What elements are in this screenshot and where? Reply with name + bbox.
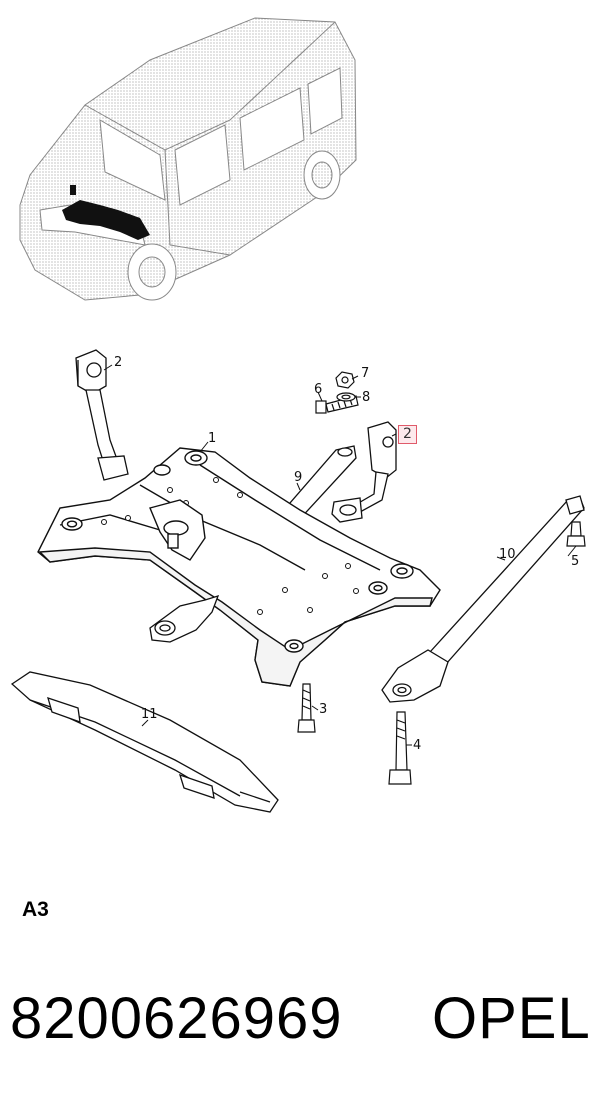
callout-10: 10 (499, 547, 516, 562)
callout-7: 7 (361, 366, 370, 381)
callout-3: 3 (319, 702, 328, 717)
callout-2-right-highlighted[interactable]: 2 (398, 425, 417, 444)
callout-2-left: 2 (114, 355, 123, 370)
callout-9: 9 (294, 470, 303, 485)
arm-bracket-left (149, 594, 220, 643)
van-overview-illustration (19, 17, 357, 301)
bolt-4 (388, 711, 412, 785)
nut-7 (335, 371, 355, 389)
callout-5: 5 (571, 554, 580, 569)
front-subframe (37, 447, 441, 687)
brand-name: OPEL (432, 986, 591, 1051)
engine-mount-right (331, 421, 397, 523)
callout-11: 11 (141, 707, 158, 722)
washer-8 (336, 392, 356, 402)
callout-4: 4 (413, 738, 422, 753)
leader-lines (103, 364, 577, 746)
callout-8: 8 (362, 390, 371, 405)
section-label: A3 (22, 898, 49, 921)
highlighted-subframe-location (62, 185, 150, 240)
engine-mount-left (75, 349, 129, 481)
part-number: 8200626969 (10, 986, 343, 1051)
bolt-5 (566, 521, 586, 547)
callout-6: 6 (314, 382, 323, 397)
underbody-shield-11 (10, 671, 279, 813)
callout-1: 1 (208, 431, 217, 446)
stabilizer-link-10 (381, 495, 585, 703)
bolt-3 (297, 683, 316, 733)
